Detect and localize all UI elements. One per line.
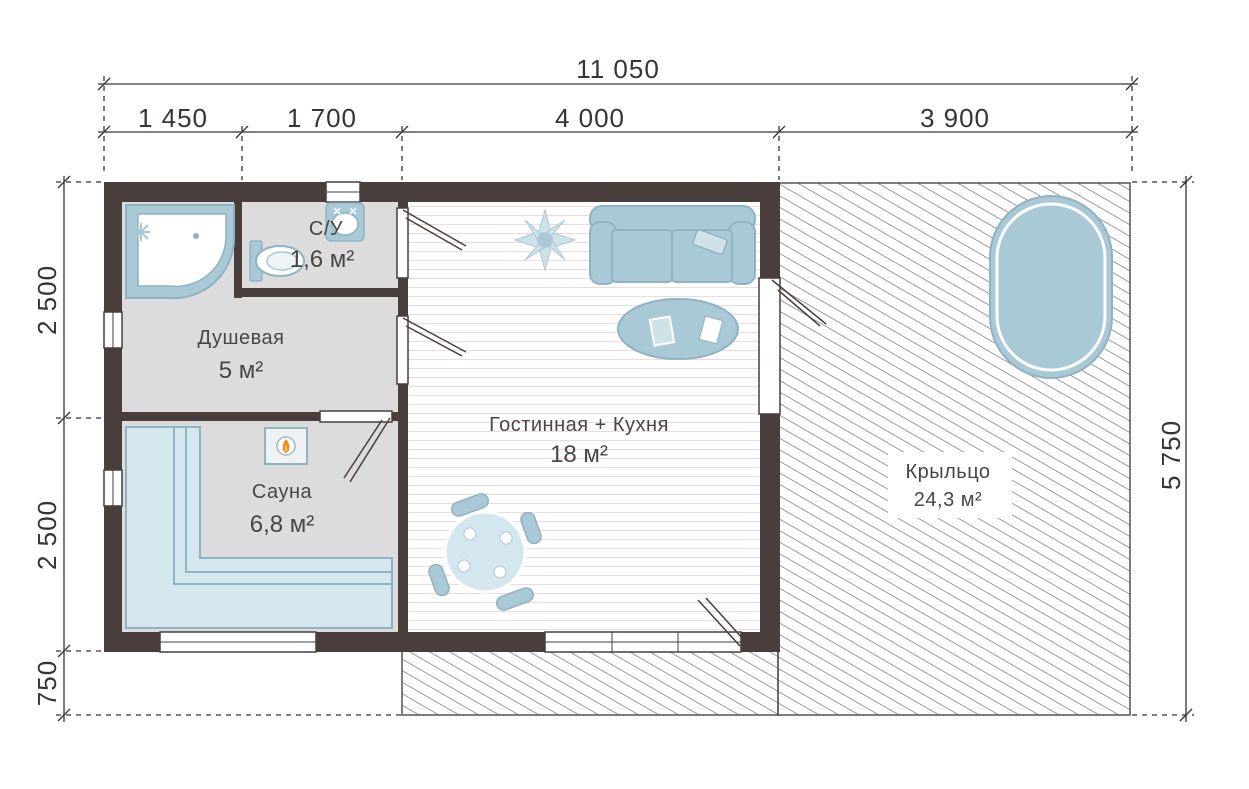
dim-left-middle: 2 500 [32, 500, 62, 570]
room-labels: С/У 1,6 м² Душевая 5 м² Сауна 6,8 м² Гос… [197, 218, 990, 538]
bathtub-icon [989, 195, 1113, 379]
dim-total-width: 11 050 [576, 54, 660, 84]
room-area-shower: 5 м² [219, 357, 264, 384]
table-icon [428, 493, 542, 611]
sink-icon [325, 202, 365, 242]
snowflake-decor-icon [513, 208, 577, 272]
doors [319, 207, 827, 647]
stove-icon [264, 427, 308, 465]
room-name-wc: С/У [309, 218, 343, 240]
door-living-bottom [697, 597, 745, 647]
shower-icon [125, 204, 236, 300]
room-name-living: Гостинная + Кухня [489, 414, 669, 436]
windows [103, 181, 742, 653]
dimension-lines [56, 76, 1194, 722]
sauna-bench [125, 426, 393, 629]
window-living-bottom [544, 631, 742, 653]
window-sauna-bottom [159, 631, 317, 653]
dim-segment-4: 3 900 [920, 103, 990, 133]
room-area-living: 18 м² [550, 441, 608, 468]
rug-icon [617, 298, 739, 360]
sofa-icon [589, 205, 756, 285]
dim-left-bottom: 750 [32, 660, 62, 706]
room-name-sauna: Сауна [252, 481, 313, 503]
room-area-sauna: 6,8 м² [250, 511, 315, 538]
window-wc [325, 181, 361, 203]
dim-segment-2: 1 700 [287, 103, 357, 133]
dim-segment-3: 4 000 [555, 103, 625, 133]
toilet-icon [249, 240, 305, 282]
door-shower [396, 315, 467, 385]
room-area-porch: 24,3 м² [914, 489, 982, 511]
room-name-shower: Душевая [197, 327, 284, 349]
dim-left-top: 2 500 [32, 265, 62, 335]
dim-segment-1: 1 450 [138, 103, 208, 133]
room-name-porch: Крыльцо [905, 461, 990, 483]
dim-right-total: 5 750 [1156, 420, 1186, 490]
dimension-labels: 11 050 1 450 1 700 4 000 3 900 2 500 2 5… [32, 54, 1186, 706]
window-sauna [103, 469, 123, 507]
door-sauna [319, 410, 393, 483]
window-shower [103, 311, 123, 349]
room-area-wc: 1,6 м² [290, 246, 355, 273]
door-wc [396, 207, 467, 279]
door-porch [758, 277, 827, 415]
